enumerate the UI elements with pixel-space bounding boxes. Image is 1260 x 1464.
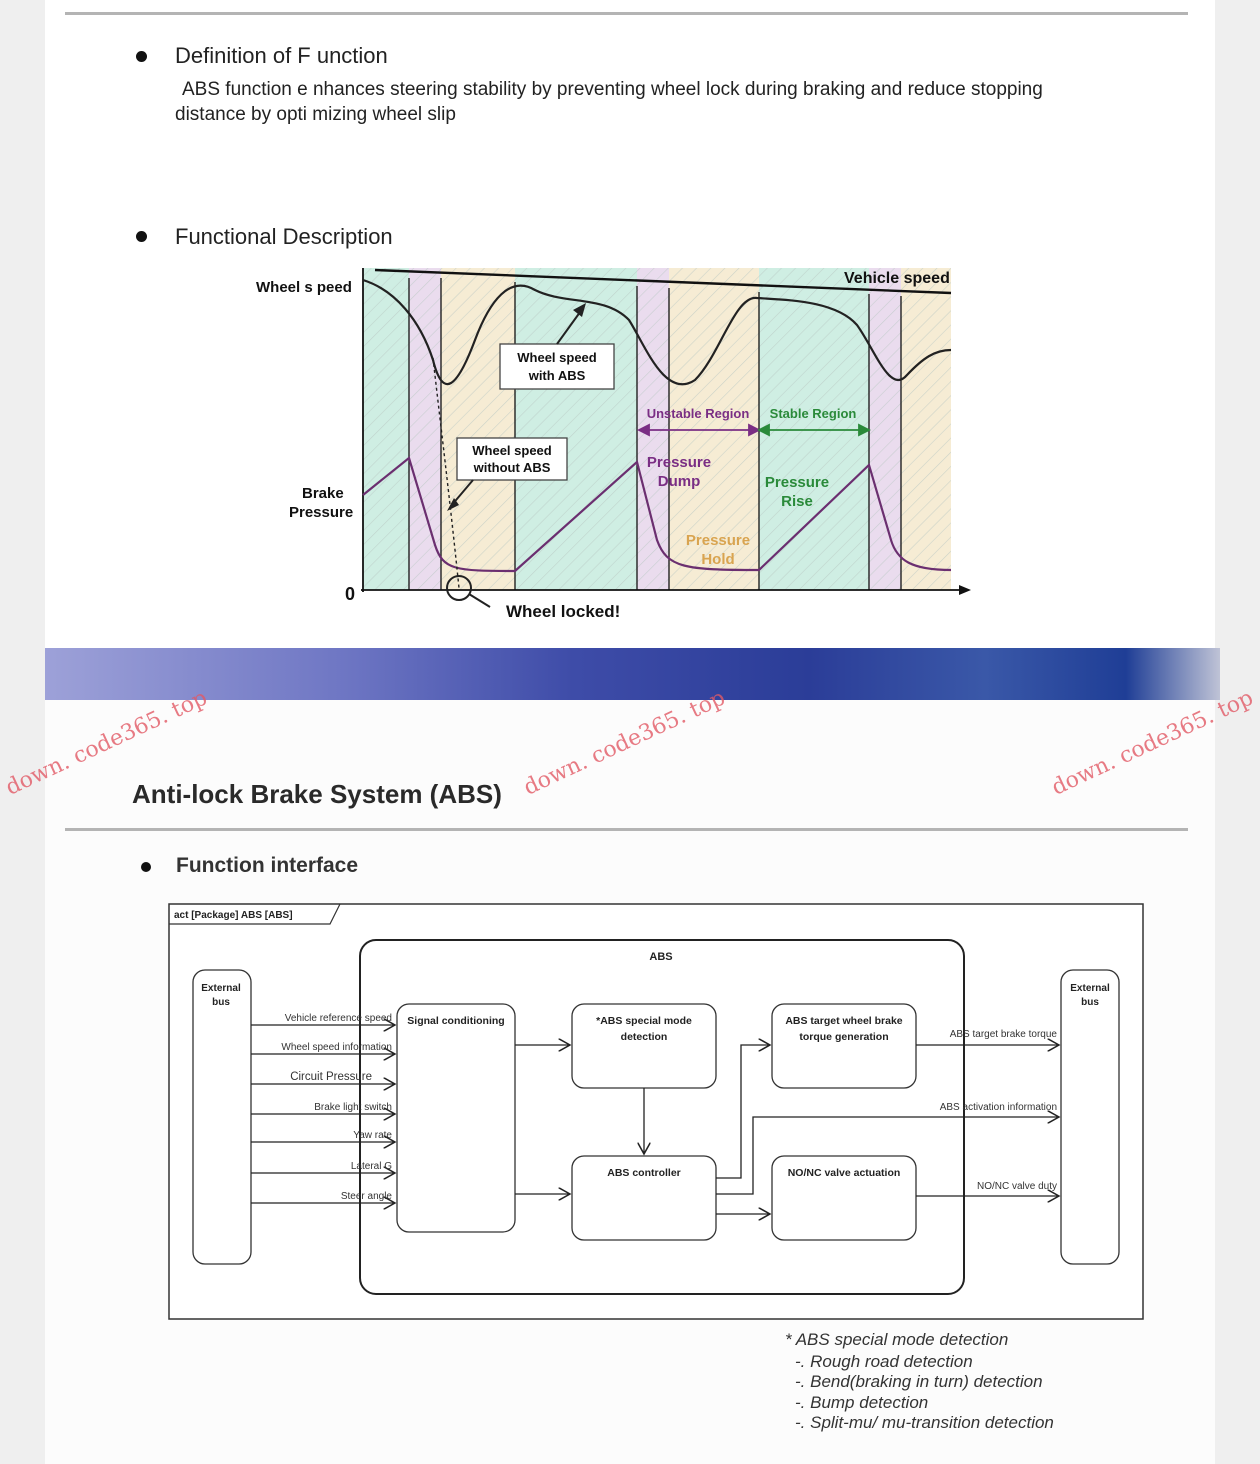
brake-pressure-label-line2: Pressure [289, 504, 353, 521]
brake-pressure-label-line1: Brake [302, 485, 344, 502]
input-label: Yaw rate [353, 1130, 392, 1141]
input-label: Steer angle [341, 1191, 393, 1202]
external-bus-right-line2: bus [1081, 997, 1099, 1008]
wheel-speed-without-abs-curve [432, 357, 460, 589]
input-labels: Vehicle reference speed Wheel speed info… [281, 1013, 392, 1202]
target-torque-label-line1: ABS target wheel brake [785, 1015, 902, 1027]
notes-item: -. Bump detection [795, 1393, 929, 1412]
input-label: Wheel speed information [281, 1042, 392, 1053]
x-axis-arrowhead [959, 585, 971, 595]
with-abs-label-line2: with ABS [528, 368, 586, 383]
external-bus-left-line2: bus [212, 997, 230, 1008]
wheel-locked-pointer [468, 593, 491, 608]
zero-label: 0 [345, 584, 355, 604]
unstable-region-arrow [636, 423, 762, 437]
input-arrows [251, 1025, 395, 1203]
stable-region-arrow [756, 423, 872, 437]
special-mode-label-line2: detection [621, 1031, 668, 1043]
input-label: Circuit Pressure [290, 1071, 372, 1083]
bullet-description [136, 231, 147, 242]
bullet-function-interface [141, 862, 151, 872]
slide-functional-description: Definition of F unction ABS function e n… [45, 0, 1215, 648]
output-labels: ABS target brake torque ABS activation i… [940, 1029, 1058, 1192]
output-label: ABS target brake torque [950, 1029, 1058, 1040]
signal-conditioning-block [396, 1003, 516, 1233]
without-abs-label-line2: without ABS [473, 460, 551, 475]
notes-item: -. Split-mu/ mu-transition detection [795, 1413, 1054, 1432]
brake-pressure-curve [362, 456, 952, 573]
wheel-speed-with-abs-curve [362, 278, 952, 386]
definition-body-line1: ABS function e nhances steering stabilit… [182, 79, 1043, 100]
with-abs-callout [499, 343, 615, 390]
input-label: Lateral G [351, 1161, 392, 1172]
vehicle-speed-line [374, 268, 952, 295]
definition-body-line2: distance by opti mizing wheel slip [175, 104, 456, 125]
pressure-dump-label-line2: Dump [658, 473, 701, 490]
without-abs-callout [456, 437, 568, 481]
with-abs-label-line1: Wheel speed [517, 350, 597, 365]
unstable-region-label: Unstable Region [647, 406, 750, 421]
wheel-speed-label: Wheel s peed [256, 279, 352, 296]
wheel-locked-label: Wheel locked! [506, 602, 620, 621]
external-bus-left [192, 969, 252, 1265]
target-torque-block [771, 1003, 917, 1089]
without-abs-arrowhead [447, 498, 459, 511]
frame-tab [169, 903, 341, 925]
vehicle-speed-label: Vehicle speed [844, 270, 950, 287]
output-label: ABS activation information [940, 1102, 1057, 1113]
description-heading: Functional Description [175, 224, 393, 249]
input-label: Brake light switch [314, 1102, 392, 1113]
pressure-hold-label-line1: Pressure [686, 532, 750, 549]
stable-region-label: Stable Region [770, 406, 857, 421]
slide-function-interface: Anti-lock Brake System (ABS) Function in… [45, 700, 1215, 1464]
title-divider [65, 828, 1188, 831]
pressure-rise-label-line1: Pressure [765, 474, 829, 491]
external-bus-right-line1: External [1070, 983, 1110, 994]
target-torque-label-line2: torque generation [799, 1031, 888, 1043]
pressure-rise-label-line2: Rise [781, 493, 813, 510]
pressure-hold-label-line2: Hold [701, 551, 734, 568]
abs-container-label: ABS [649, 951, 672, 963]
function-interface-heading: Function interface [176, 854, 359, 877]
special-mode-label-line1: *ABS special mode [596, 1015, 692, 1027]
bullet-definition [136, 51, 147, 62]
with-abs-arrowhead [573, 303, 586, 317]
valve-actuation-block [771, 1155, 917, 1241]
external-bus-left-line1: External [201, 983, 241, 994]
wheel-locked-marker [446, 575, 472, 601]
valve-actuation-label: NO/NC valve actuation [788, 1167, 901, 1179]
top-divider [65, 12, 1188, 15]
pressure-dump-label-line1: Pressure [647, 454, 711, 471]
notes-title: * ABS special mode detection [785, 1330, 1009, 1349]
slide-title: Anti-lock Brake System (ABS) [132, 779, 502, 809]
output-label: NO/NC valve duty [977, 1181, 1057, 1192]
external-bus-right [1060, 969, 1120, 1265]
internal-arrows [515, 1045, 1059, 1214]
output-arrows [916, 1045, 1059, 1196]
abs-controller-block [571, 1155, 717, 1241]
signal-conditioning-label: Signal conditioning [407, 1015, 504, 1027]
abs-function-interface-diagram: act [Package] ABS [ABS] ABS External bus… [168, 903, 1144, 1320]
frame-label: act [Package] ABS [ABS] [174, 910, 293, 921]
notes-item: -. Rough road detection [795, 1352, 973, 1371]
without-abs-label-line1: Wheel speed [472, 443, 552, 458]
slide-divider-band [45, 648, 1220, 700]
definition-heading: Definition of F unction [175, 43, 388, 68]
abs-wheel-speed-brake-pressure-graph: Wheel s peed Vehicle speed Brake Pressur… [256, 268, 971, 621]
abs-controller-label: ABS controller [607, 1167, 681, 1179]
notes-item: -. Bend(braking in turn) detection [795, 1372, 1043, 1391]
diagram-frame [168, 903, 1144, 1320]
input-label: Vehicle reference speed [285, 1013, 392, 1024]
